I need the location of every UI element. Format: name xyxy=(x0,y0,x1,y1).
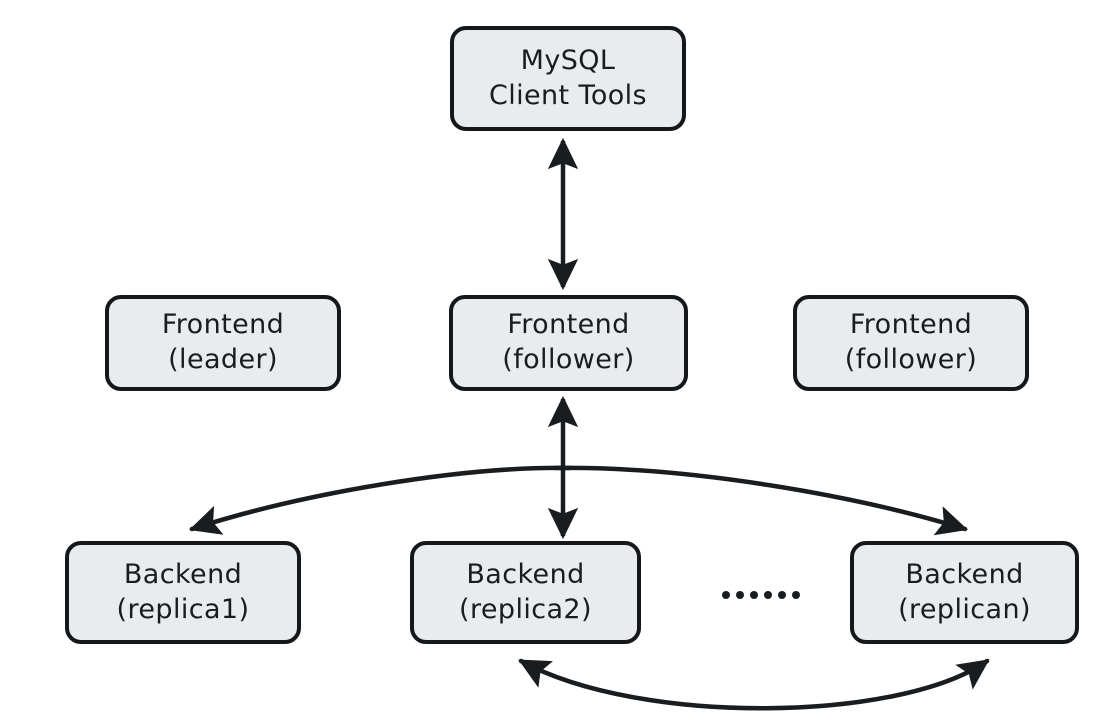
node-label-line1: Backend xyxy=(466,558,585,590)
ellipsis-dot xyxy=(722,591,730,599)
node-backend-replica2[interactable]: Backend (replica2) xyxy=(410,541,641,644)
node-label-line2: (replica2) xyxy=(459,593,592,625)
ellipsis-dot xyxy=(778,591,786,599)
node-frontend-follower-1[interactable]: Frontend (follower) xyxy=(449,295,688,391)
node-label-line1: Frontend xyxy=(507,309,630,341)
edge-frontend-follower-to-replica1 xyxy=(189,465,573,535)
node-label-line1: Backend xyxy=(123,558,243,590)
node-label-line2: Client Tools xyxy=(488,79,648,111)
node-label-line1: MySQL xyxy=(520,44,616,76)
node-frontend-follower-2[interactable]: Frontend (follower) xyxy=(793,295,1029,391)
node-label-line2: (replica1) xyxy=(116,593,250,625)
node-frontend-leader[interactable]: Frontend (leader) xyxy=(105,295,341,391)
node-label-line1: Frontend xyxy=(849,309,973,341)
node-label-line2: (replican) xyxy=(898,593,1031,625)
node-label-line2: (follower) xyxy=(844,344,978,375)
node-mysql-client-tools[interactable]: MySQL Client Tools xyxy=(450,26,686,131)
node-backend-replican[interactable]: Backend (replican) xyxy=(850,541,1079,644)
ellipsis-indicator xyxy=(713,580,809,610)
node-label-line1: Backend xyxy=(905,558,1024,590)
edge-replica2-to-replican xyxy=(518,658,990,711)
node-label-line1: Frontend xyxy=(161,309,285,341)
edge-frontend-follower-to-replican xyxy=(553,465,968,536)
ellipsis-dot xyxy=(764,591,772,599)
node-label-line2: (leader) xyxy=(168,344,278,375)
node-backend-replica1[interactable]: Backend (replica1) xyxy=(65,541,301,644)
ellipsis-dot xyxy=(792,591,800,599)
node-label-line2: (follower) xyxy=(502,344,635,375)
ellipsis-dot xyxy=(736,591,744,599)
ellipsis-dot xyxy=(750,591,758,599)
